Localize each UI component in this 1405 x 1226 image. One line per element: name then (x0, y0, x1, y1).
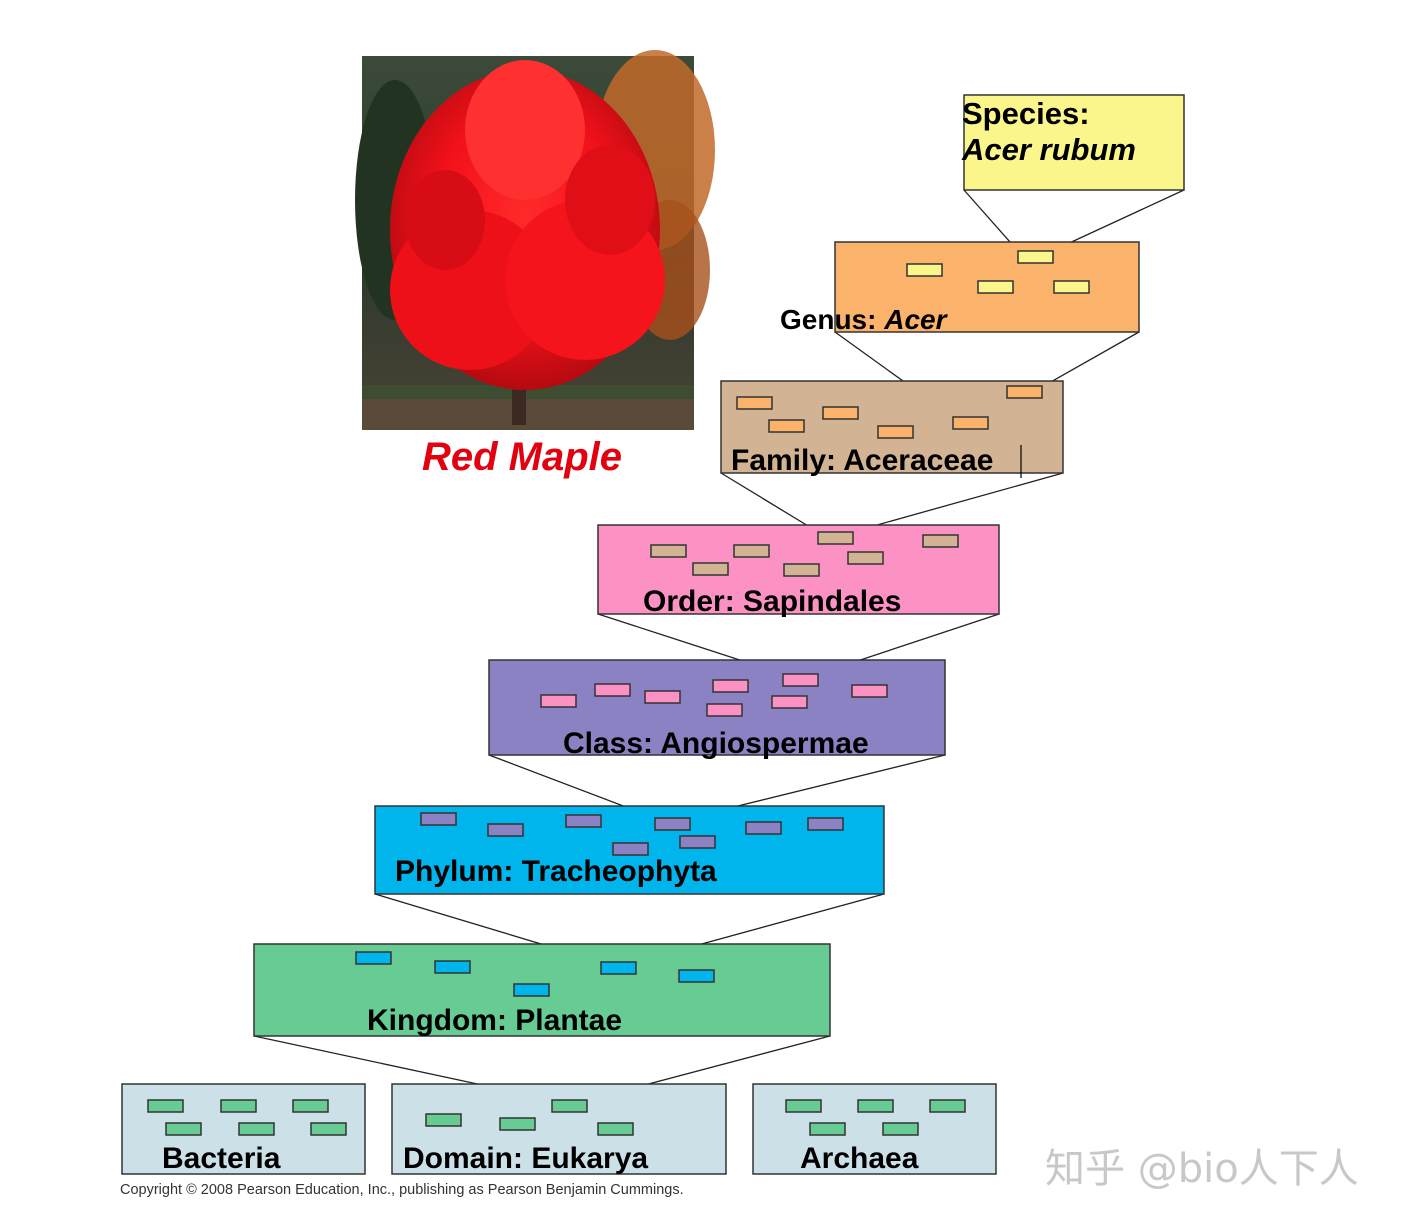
genus-name: Acer (883, 304, 948, 335)
genus-member-species (906, 250, 1090, 294)
eukarya-members (425, 1099, 634, 1136)
domain-label-eukarya: Domain: Eukarya (403, 1142, 648, 1175)
domain-box-eukarya: Domain: Eukarya (391, 1083, 727, 1175)
phylum-box: Phylum: Tracheophyta (374, 805, 885, 895)
domain-box-archaea: Archaea (752, 1083, 997, 1175)
domain-label-bacteria: Bacteria (162, 1142, 281, 1175)
copyright-text: Copyright © 2008 Pearson Education, Inc.… (120, 1182, 684, 1198)
kingdom-box: Kingdom: Plantae (253, 943, 831, 1037)
domain-label-archaea: Archaea (800, 1142, 919, 1175)
class-box: Class: Angiospermae (488, 659, 946, 760)
kingdom-member-phyla (355, 951, 715, 997)
phylum-label: Phylum: Tracheophyta (395, 855, 717, 888)
family-member-genera (736, 385, 1043, 439)
species-box: Species: Acer rubum (961, 94, 1185, 191)
kingdom-label: Kingdom: Plantae (367, 1004, 622, 1037)
genus-box: Genus: Acer (780, 241, 1140, 335)
species-prefix: Species: (962, 96, 1090, 131)
species-name: Acer rubum (961, 132, 1136, 167)
photo-caption: Red Maple (422, 435, 622, 479)
order-member-families (650, 531, 959, 577)
class-member-orders (540, 673, 888, 717)
class-label: Class: Angiospermae (563, 727, 869, 760)
bacteria-members (147, 1099, 347, 1136)
order-box: Order: Sapindales (597, 524, 1000, 618)
family-label: Family: Aceraceae (731, 444, 993, 477)
watermark-text: 知乎 @bio人下人 (1045, 1146, 1359, 1192)
genus-prefix: Genus: (780, 304, 884, 335)
family-box: Family: Aceraceae (720, 380, 1064, 478)
archaea-members (785, 1099, 966, 1136)
order-label: Order: Sapindales (643, 585, 901, 618)
red-maple-photo (355, 50, 715, 430)
domain-box-bacteria: Bacteria (121, 1083, 366, 1175)
phylum-member-classes (420, 812, 844, 856)
genus-label: Genus: Acer (780, 304, 949, 335)
